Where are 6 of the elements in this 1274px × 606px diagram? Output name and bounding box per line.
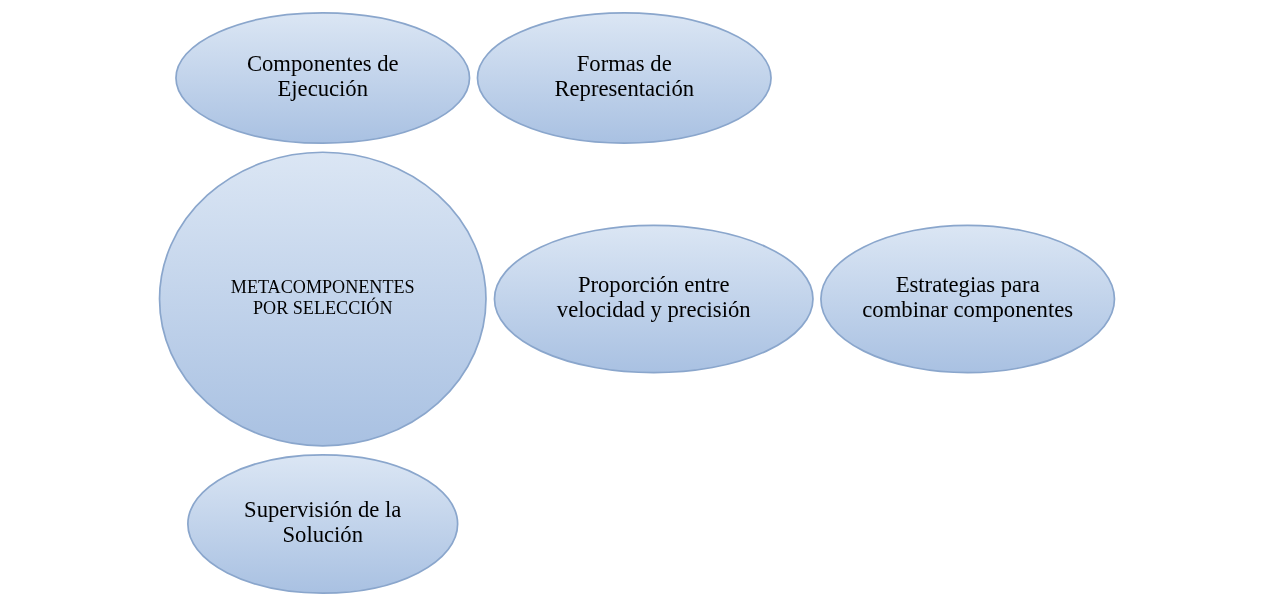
node-ellipse: Estrategias para combinar componentes xyxy=(820,224,1116,374)
node-ellipse: METACOMPONENTES POR SELECCIÓN xyxy=(158,151,487,447)
node-ellipse: Componentes de Ejecución xyxy=(175,12,471,145)
node-ellipse: Proporción entre velocidad y precisión xyxy=(493,224,814,374)
node-ellipse: Supervisión de la Solución xyxy=(187,454,459,594)
node-ellipse: Formas de Representación xyxy=(476,12,772,145)
